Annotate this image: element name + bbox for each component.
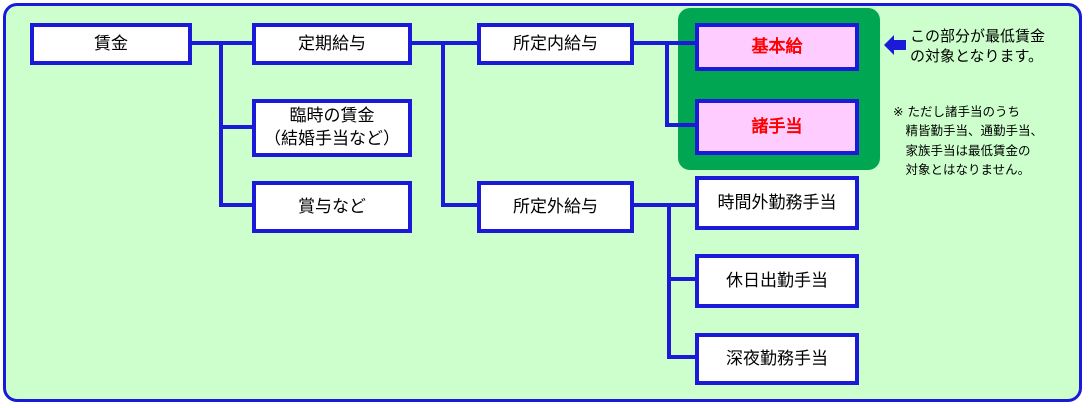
node-jikangai-kinmu-teate: 時間外勤務手当 xyxy=(695,176,859,230)
node-kihonkyu: 基本給 xyxy=(695,23,859,71)
connector xyxy=(667,355,697,359)
node-kyujitsu-shukkin-teate: 休日出勤手当 xyxy=(695,254,859,308)
connector xyxy=(192,41,254,45)
connector xyxy=(632,203,697,207)
node-rinji-chingin: 臨時の賃金 （結婚手当など） xyxy=(252,99,412,157)
connector xyxy=(667,277,697,281)
node-shoteigai-kyuyo: 所定外給与 xyxy=(477,181,634,233)
connector xyxy=(665,43,669,127)
node-teiki-kyuyo: 定期給与 xyxy=(252,23,412,65)
minimum-wage-note: この部分が最低賃金 の対象となります。 xyxy=(910,27,1046,65)
node-shoyo: 賞与など xyxy=(252,181,412,233)
node-shoteate: 諸手当 xyxy=(695,99,859,155)
node-shinya-kinmu-teate: 深夜勤務手当 xyxy=(695,333,859,385)
connector xyxy=(632,41,697,45)
connector xyxy=(667,203,671,359)
node-shoteinai-kyuyo: 所定内給与 xyxy=(477,23,634,65)
connector xyxy=(665,123,697,127)
connector xyxy=(219,43,223,205)
connector xyxy=(219,125,254,129)
node-chingin: 賃金 xyxy=(30,23,192,65)
connector xyxy=(441,43,445,205)
arrow-left-icon xyxy=(884,35,906,55)
connector xyxy=(441,203,479,207)
allowance-exclusion-note: ※ ただし諸手当のうち 精皆勤手当、通勤手当、 家族手当は最低賃金の 対象とはな… xyxy=(893,104,1044,178)
connector xyxy=(219,203,254,207)
